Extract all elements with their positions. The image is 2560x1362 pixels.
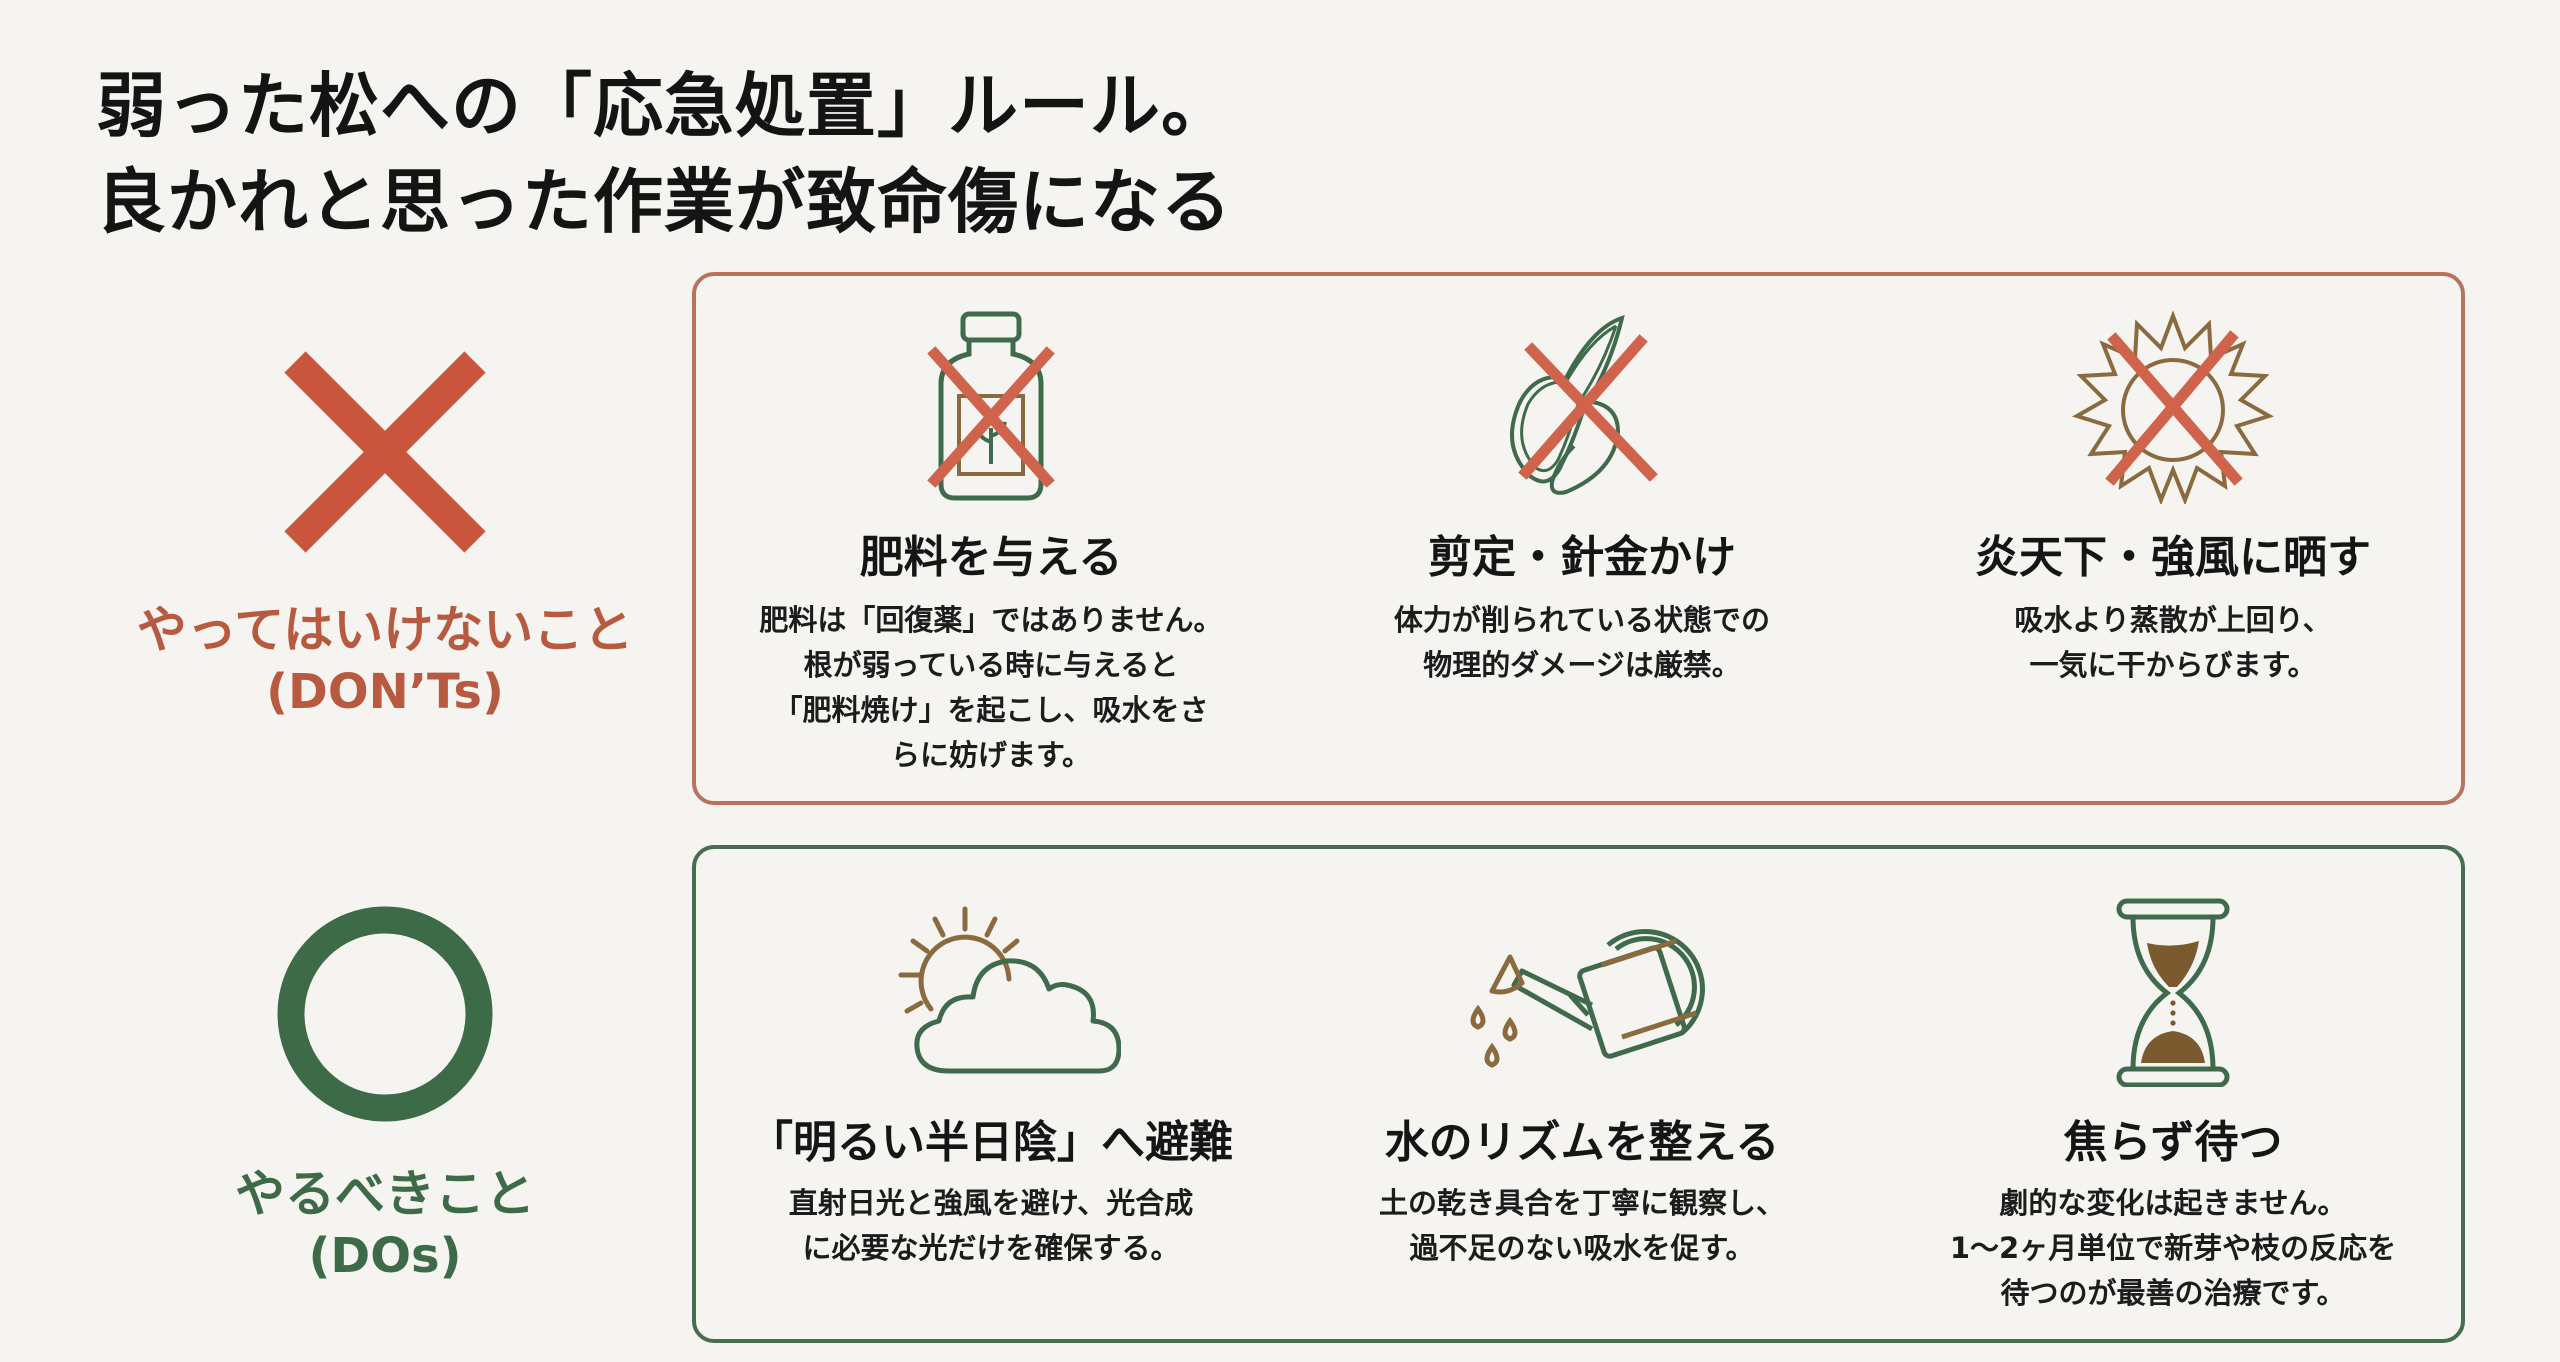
dos-label-en: (DOs)	[308, 1228, 462, 1284]
dont-item-body: 肥料は「回復薬」ではありません。 根が弱っている時に与えると 「肥料焼け」を起こ…	[759, 603, 1223, 772]
dos-label-block: やるべきこと (DOs)	[90, 880, 680, 1286]
donts-label-block: やってはいけないこと (DON’Ts)	[90, 340, 680, 722]
do-item-body: 土の乾き具合を丁寧に観察し、 過不足のない吸水を促す。	[1378, 1186, 1785, 1265]
cross-mark-icon	[284, 351, 486, 553]
dont-item-title: 肥料を与える	[859, 532, 1123, 583]
page-title: 弱った松への「応急処置」ルール。 良かれと思った作業が致命傷になる	[96, 58, 1232, 250]
do-item-title: 水のリズムを整える	[1384, 1117, 1780, 1168]
circle-mark-icon	[277, 906, 493, 1122]
donts-panel: 肥料を与える 肥料は「回復薬」ではありません。 根が弱っている時に与えると 「肥…	[692, 272, 2465, 805]
dont-item-harsh-sun: 炎天下・強風に晒す 吸水より蒸散が上回り、 一気に干からびます。	[1878, 276, 2468, 688]
do-item-half-shade: 「明るい半日陰」へ避難 直射日光と強風を避け、光合成 に必要な光だけを確保する。	[696, 849, 1286, 1271]
dont-item-body: 体力が削られている状態での 物理的ダメージは厳禁。	[1393, 603, 1771, 682]
dos-label: やるべきこと	[235, 1165, 535, 1223]
harsh-sun-crossed-icon	[2072, 310, 2274, 504]
dont-item-title: 炎天下・強風に晒す	[1975, 532, 2371, 583]
dont-item-fertilizer: 肥料を与える 肥料は「回復薬」ではありません。 根が弱っている時に与えると 「肥…	[696, 276, 1286, 778]
dos-panel: 「明るい半日陰」へ避難 直射日光と強風を避け、光合成 に必要な光だけを確保する。…	[692, 845, 2465, 1343]
do-item-title: 「明るい半日陰」へ避難	[749, 1117, 1233, 1168]
do-item-wait: 焦らず待つ 劇的な変化は起きません。 1～2ヶ月単位で新芽や枝の反応を 待つのが…	[1878, 849, 2468, 1316]
do-item-title: 焦らず待つ	[2063, 1117, 2283, 1168]
dont-item-pruning: 剪定・針金かけ 体力が削られている状態での 物理的ダメージは厳禁。	[1287, 276, 1877, 688]
do-item-watering: 水のリズムを整える 土の乾き具合を丁寧に観察し、 過不足のない吸水を促す。	[1287, 849, 1877, 1271]
fertilizer-bottle-crossed-icon	[927, 311, 1055, 501]
dont-item-title: 剪定・針金かけ	[1428, 532, 1736, 583]
do-item-body: 直射日光と強風を避け、光合成 に必要な光だけを確保する。	[788, 1186, 1194, 1265]
pruning-shears-crossed-icon	[1510, 314, 1658, 495]
sun-behind-cloud-icon	[898, 906, 1121, 1074]
title-line-2: 良かれと思った作業が致命傷になる	[96, 160, 1232, 243]
donts-label: やってはいけないこと	[136, 601, 634, 659]
watering-can-icon	[1470, 929, 1705, 1068]
do-item-body: 劇的な変化は起きません。 1～2ヶ月単位で新芽や枝の反応を 待つのが最善の治療で…	[1949, 1186, 2397, 1310]
title-line-1: 弱った松への「応急処置」ルール。	[96, 64, 1232, 147]
dont-item-body: 吸水より蒸散が上回り、 一気に干からびます。	[2014, 603, 2332, 682]
hourglass-icon	[2116, 898, 2230, 1087]
donts-label-en: (DON’Ts)	[266, 664, 504, 720]
